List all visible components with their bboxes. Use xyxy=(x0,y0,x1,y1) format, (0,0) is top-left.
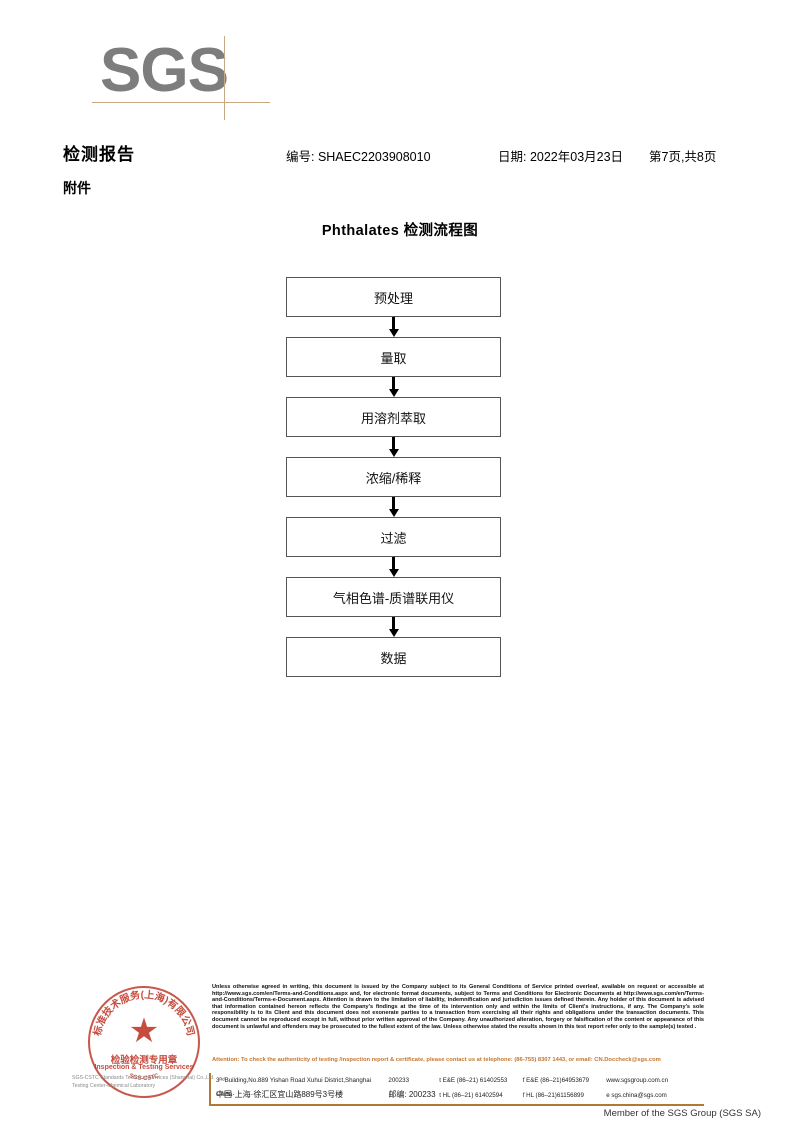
email-link[interactable]: e sgs.china@sgs.com xyxy=(606,1092,667,1099)
flow-box-data: 数据 xyxy=(286,637,501,677)
flow-step-2: 量取 xyxy=(286,337,503,377)
company-watermark-line2: Testing Center-Chemical Laboratory xyxy=(72,1083,156,1089)
logo-vertical-rule xyxy=(224,36,225,120)
flow-step-5: 过滤 xyxy=(286,517,503,557)
company-watermark-line1: SGS-CSTC Standards Technical Services (S… xyxy=(72,1075,215,1081)
arrow-head-icon xyxy=(388,509,399,517)
report-number: 编号: SHAEC2203908010 xyxy=(286,150,431,164)
official-seal-stamp: 标准技术服务(上海)有限公司 SGS-CSTC ★ 检验检测专用章 Inspec… xyxy=(88,986,200,1098)
website-link[interactable]: www.sgsgroup.com.cn xyxy=(606,1077,669,1084)
flow-arrow-1 xyxy=(286,317,501,337)
stamp-chinese-label: 检验检测专用章 xyxy=(110,1055,178,1066)
arrow-shaft xyxy=(392,557,395,571)
document-header: 检测报告 附件 编号: SHAEC2203908010 日期: 2022年03月… xyxy=(0,140,800,204)
fax-ee: f E&E (86–21)64953679 xyxy=(522,1077,590,1084)
report-date: 日期: 2022年03月23日 xyxy=(498,150,624,164)
flow-box-measure: 量取 xyxy=(286,337,501,377)
company-watermark-text: SGS-CSTC Standards Technical Services (S… xyxy=(72,1074,222,1090)
sgs-logo-text: SGS xyxy=(100,36,229,105)
arrow-shaft xyxy=(392,497,395,511)
zip-english: 200233 xyxy=(388,1077,410,1084)
flow-step-1: 预处理 xyxy=(286,277,503,317)
flow-box-concentration-dilution: 浓缩/稀释 xyxy=(286,457,501,497)
flow-arrow-4 xyxy=(286,497,501,517)
flowchart-title: Phthalates 检测流程图 xyxy=(321,223,479,239)
flow-box-gcms: 气相色谱-质谱联用仪 xyxy=(286,577,501,617)
flowchart: 预处理 量取 用溶剂萃取 浓缩/稀释 过滤 气相色谱-质谱联用仪 数据 xyxy=(286,277,503,677)
contact-row-en: 3ᴿᵈBuilding,No.889 Yishan Road Xuhui Dis… xyxy=(216,1074,706,1098)
flow-step-7: 数据 xyxy=(286,637,503,677)
footer-divider-vertical xyxy=(209,1073,211,1106)
contact-row-cn: 中国·上海·徐汇区宜山路889号3号楼 邮编: 200233 t HL (86–… xyxy=(216,1088,706,1102)
flow-arrow-2 xyxy=(286,377,501,397)
arrow-shaft xyxy=(392,317,395,331)
sgs-logo: SGS xyxy=(92,36,280,120)
arrow-head-icon xyxy=(388,569,399,577)
logo-horizontal-rule xyxy=(92,102,270,103)
page-title: 检测报告 xyxy=(63,145,135,164)
sgs-group-member-note: Member of the SGS Group (SGS SA) xyxy=(603,1108,761,1119)
arrow-shaft xyxy=(392,437,395,451)
arrow-head-icon xyxy=(388,389,399,397)
contact-details: 3ᴿᵈBuilding,No.889 Yishan Road Xuhui Dis… xyxy=(216,1074,706,1102)
flow-box-solvent-extraction: 用溶剂萃取 xyxy=(286,397,501,437)
flow-arrow-6 xyxy=(286,617,501,637)
telephone-ee: t E&E (86–21) 61402553 xyxy=(439,1077,508,1084)
flow-box-filtration: 过滤 xyxy=(286,517,501,557)
page-indicator: 第7页,共8页 xyxy=(649,150,717,164)
flow-step-4: 浓缩/稀释 xyxy=(286,457,503,497)
fax-hl: f HL (86–21)61156899 xyxy=(522,1092,584,1099)
stamp-english-label: Inspection & Testing Services xyxy=(94,1064,194,1071)
arrow-head-icon xyxy=(388,449,399,457)
address-chinese: 中国·上海·徐汇区宜山路889号3号楼 xyxy=(216,1090,344,1099)
footer-divider-horizontal xyxy=(209,1104,704,1106)
arrow-head-icon xyxy=(388,329,399,337)
arrow-shaft xyxy=(392,617,395,631)
flow-arrow-3 xyxy=(286,437,501,457)
flow-step-6: 气相色谱-质谱联用仪 xyxy=(286,577,503,617)
flow-arrow-5 xyxy=(286,557,501,577)
star-icon: ★ xyxy=(128,1012,160,1050)
arrow-head-icon xyxy=(388,629,399,637)
document-footer: SGS-CSTC Standards Technical Services (S… xyxy=(0,978,800,1131)
address-english: 3ᴿᵈBuilding,No.889 Yishan Road Xuhui Dis… xyxy=(216,1077,372,1098)
stamp-arc-bottom-text: SGS-CSTC xyxy=(128,1073,160,1082)
stamp-arc-bottom-path: SGS-CSTC xyxy=(128,1073,160,1082)
header-subtitle-attachment: 附件 xyxy=(63,180,91,196)
legal-disclaimer: Unless otherwise agreed in writing, this… xyxy=(212,984,704,1030)
flow-step-3: 用溶剂萃取 xyxy=(286,397,503,437)
arrow-shaft xyxy=(392,377,395,391)
telephone-hl: t HL (86–21) 61402594 xyxy=(439,1092,503,1099)
stamp-outer-ring xyxy=(88,986,200,1098)
stamp-arc-text: 标准技术服务(上海)有限公司 SGS-CSTC xyxy=(90,988,197,1082)
flow-box-pretreatment: 预处理 xyxy=(286,277,501,317)
attention-notice: Attention: To check the authenticity of … xyxy=(212,1057,661,1063)
zip-chinese: 邮编: 200233 xyxy=(388,1090,436,1099)
